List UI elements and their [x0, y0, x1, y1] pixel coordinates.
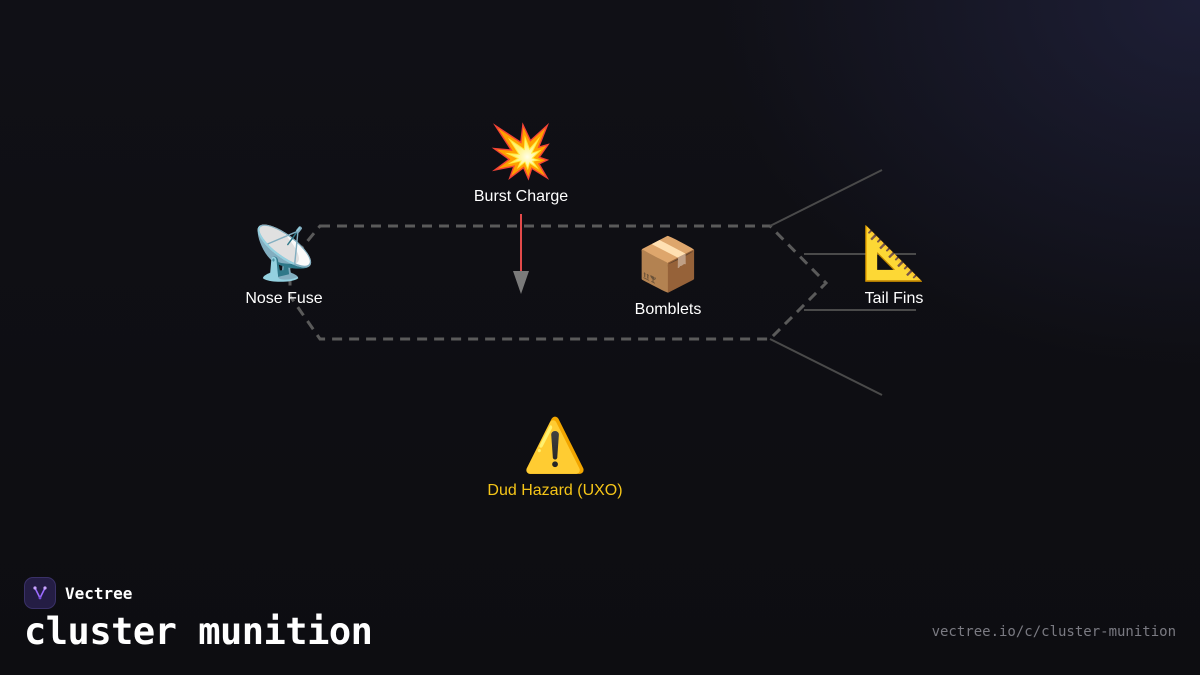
- package-icon: 📦: [635, 235, 701, 295]
- satellite-antenna-icon: 📡: [251, 224, 317, 284]
- burst-arrow-head: [513, 271, 529, 294]
- tail-fin-lower: [769, 338, 883, 396]
- node-label: Bomblets: [634, 301, 702, 318]
- warning-icon: ⚠️: [522, 416, 588, 476]
- node-label: Nose Fuse: [245, 290, 323, 307]
- triangular-ruler-icon: 📐: [861, 224, 927, 284]
- page-title: cluster munition: [24, 610, 373, 653]
- tail-fin-upper: [769, 169, 883, 227]
- node-label: Burst Charge: [473, 188, 569, 205]
- page-url[interactable]: vectree.io/c/cluster-munition: [931, 624, 1176, 640]
- node-dud-hazard: ⚠️ Dud Hazard (UXO): [487, 416, 622, 500]
- node-nose-fuse: 📡 Nose Fuse: [245, 224, 322, 308]
- node-label: Tail Fins: [864, 290, 924, 307]
- munition-body-outline: [288, 224, 829, 341]
- node-label: Dud Hazard (UXO): [487, 482, 623, 499]
- brand: Vectree: [24, 577, 132, 609]
- brand-name: Vectree: [65, 583, 133, 603]
- explosion-icon: 💥: [488, 122, 554, 182]
- vectree-fork-icon: [24, 577, 56, 609]
- node-bomblets: 📦 Bomblets: [635, 235, 702, 319]
- node-burst-charge: 💥 Burst Charge: [474, 122, 568, 206]
- node-tail-fins: 📐 Tail Fins: [862, 224, 927, 308]
